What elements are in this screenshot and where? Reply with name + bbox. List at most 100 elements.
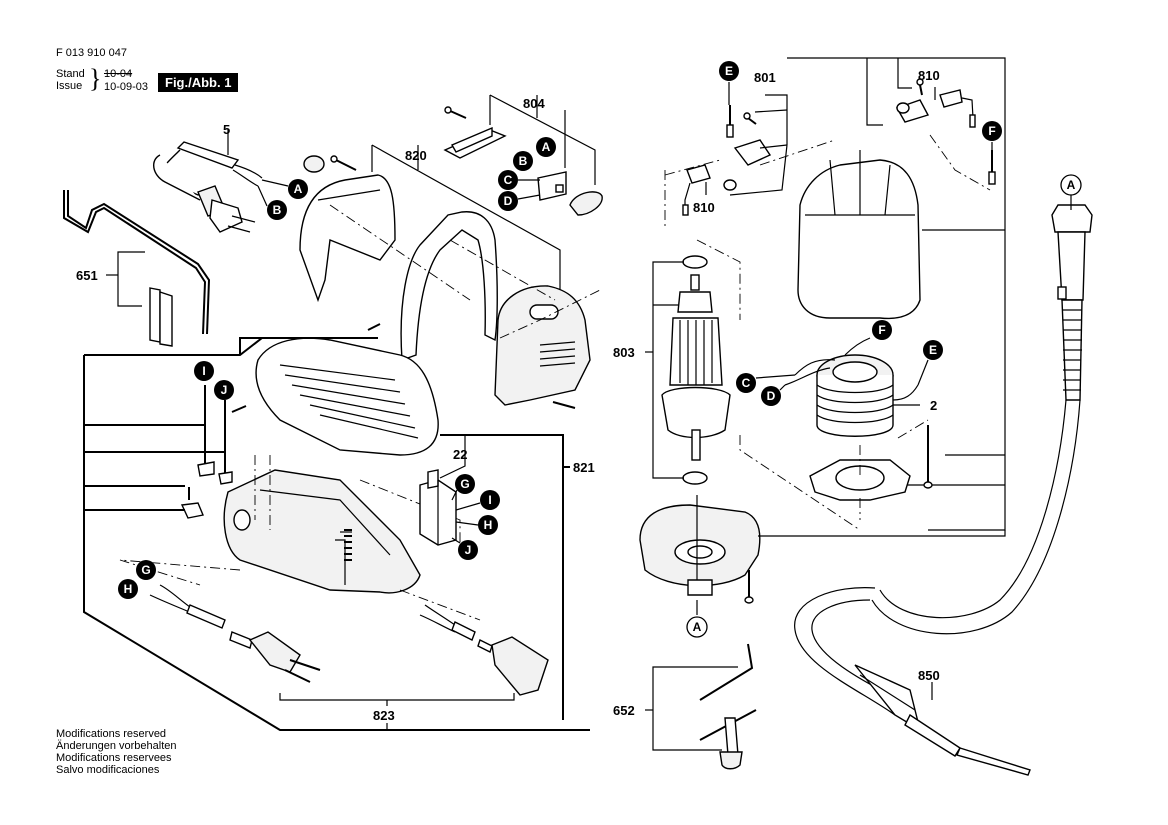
brush-holder-right[interactable] bbox=[895, 89, 976, 128]
svg-text:H: H bbox=[484, 518, 493, 532]
svg-text:G: G bbox=[141, 563, 150, 577]
part-number-651: 651 bbox=[76, 268, 98, 283]
gear-housing[interactable] bbox=[639, 504, 761, 596]
marker-B: B bbox=[513, 151, 533, 171]
switch-knob[interactable] bbox=[569, 191, 603, 216]
pedal-output-cord[interactable] bbox=[419, 604, 549, 696]
marker-G: G bbox=[455, 474, 475, 494]
marker-F: F bbox=[872, 320, 892, 340]
svg-text:B: B bbox=[273, 203, 282, 217]
svg-text:J: J bbox=[221, 383, 228, 397]
marker-H: H bbox=[478, 515, 498, 535]
note-en: Modifications reserved bbox=[56, 728, 167, 740]
svg-text:D: D bbox=[767, 389, 776, 403]
marker-H: H bbox=[118, 579, 138, 599]
screw[interactable] bbox=[231, 155, 576, 413]
part-number-5: 5 bbox=[223, 122, 230, 137]
pedal-pins[interactable] bbox=[180, 385, 233, 519]
svg-text:E: E bbox=[725, 64, 733, 78]
marker-J: J bbox=[214, 380, 234, 400]
field-wires[interactable] bbox=[784, 337, 919, 401]
svg-text:G: G bbox=[460, 477, 469, 491]
svg-text:A: A bbox=[1067, 178, 1076, 192]
bearing-cap[interactable] bbox=[303, 155, 325, 173]
rear-cover[interactable] bbox=[299, 174, 396, 303]
figure-label: Fig./Abb. 1 bbox=[158, 73, 239, 92]
stand-label: Stand bbox=[56, 68, 85, 80]
part-number-810-top: 810 bbox=[918, 68, 940, 83]
marker-G: G bbox=[136, 560, 156, 580]
svg-text:A: A bbox=[693, 620, 702, 634]
issue-date: 10-09-03 bbox=[104, 81, 149, 93]
marker-J: J bbox=[458, 540, 478, 560]
wire-bracket[interactable] bbox=[63, 190, 211, 335]
part-number-821: 821 bbox=[573, 460, 595, 475]
brace-glyph: } bbox=[89, 64, 102, 93]
note-es: Salvo modificaciones bbox=[56, 764, 160, 776]
chuck-key[interactable] bbox=[699, 709, 757, 770]
marker-C: C bbox=[498, 170, 518, 190]
note-fr: Modifications reservees bbox=[56, 752, 172, 764]
brush-wire-F[interactable] bbox=[988, 150, 996, 185]
clip-651[interactable] bbox=[149, 287, 173, 347]
svg-text:D: D bbox=[504, 194, 513, 208]
svg-text:I: I bbox=[488, 493, 491, 507]
part-number-810-bottom: 810 bbox=[693, 200, 715, 215]
pedal-switch-22[interactable] bbox=[419, 469, 457, 546]
brush-holder-left[interactable] bbox=[682, 139, 772, 216]
pedal-base[interactable] bbox=[223, 469, 421, 594]
note-de: Änderungen vorbehalten bbox=[56, 740, 177, 752]
pedal-supply-cord[interactable] bbox=[149, 584, 321, 683]
marker-A-outline: A bbox=[686, 616, 708, 638]
field-retainer[interactable] bbox=[809, 459, 911, 501]
switch-bracket[interactable] bbox=[443, 126, 507, 159]
part-number-823: 823 bbox=[373, 708, 395, 723]
marker-A: A bbox=[288, 179, 308, 199]
svg-text:B: B bbox=[519, 154, 528, 168]
svg-text:F: F bbox=[878, 323, 885, 337]
part-number-804: 804 bbox=[523, 96, 545, 111]
flexible-shaft-850[interactable] bbox=[794, 204, 1093, 776]
marker-B: B bbox=[267, 200, 287, 220]
part-number-801: 801 bbox=[754, 70, 776, 85]
marker-A-outline: A bbox=[1060, 174, 1082, 196]
marker-F: F bbox=[982, 121, 1002, 141]
marker-E: E bbox=[719, 61, 739, 81]
svg-text:E: E bbox=[929, 343, 937, 357]
svg-text:A: A bbox=[542, 140, 551, 154]
marker-C: C bbox=[736, 373, 756, 393]
bow-handle[interactable] bbox=[400, 211, 498, 361]
stand-date-struck: 10-04 bbox=[104, 68, 133, 80]
marker-D: D bbox=[761, 386, 781, 406]
part-number-820: 820 bbox=[405, 148, 427, 163]
svg-text:A: A bbox=[294, 182, 303, 196]
part-number-22: 22 bbox=[453, 447, 467, 462]
part-number-652: 652 bbox=[613, 703, 635, 718]
svg-text:C: C bbox=[742, 376, 751, 390]
marker-I: I bbox=[194, 361, 214, 381]
svg-text:H: H bbox=[124, 582, 133, 596]
modification-notes: Modifications reserved Änderungen vorbeh… bbox=[56, 728, 176, 776]
field-coil-2[interactable] bbox=[816, 354, 894, 437]
marker-D: D bbox=[498, 191, 518, 211]
document-number: F 013 910 047 bbox=[56, 47, 127, 59]
spring[interactable] bbox=[344, 529, 352, 561]
marker-A: A bbox=[536, 137, 556, 157]
marker-I: I bbox=[480, 490, 500, 510]
brush-wire-E[interactable] bbox=[726, 105, 734, 138]
armature[interactable] bbox=[661, 255, 731, 485]
marker-E: E bbox=[923, 340, 943, 360]
svg-text:F: F bbox=[988, 124, 995, 138]
front-cover[interactable] bbox=[494, 285, 591, 406]
svg-text:I: I bbox=[202, 364, 205, 378]
motor-housing[interactable] bbox=[797, 150, 921, 320]
svg-text:J: J bbox=[465, 543, 472, 557]
hex-key[interactable] bbox=[699, 643, 754, 701]
switch[interactable] bbox=[537, 171, 567, 201]
mains-cord-5[interactable] bbox=[153, 130, 263, 233]
part-number-803: 803 bbox=[613, 345, 635, 360]
svg-text:C: C bbox=[504, 173, 513, 187]
issue-label: Issue bbox=[56, 80, 83, 92]
part-number-850: 850 bbox=[918, 668, 940, 683]
